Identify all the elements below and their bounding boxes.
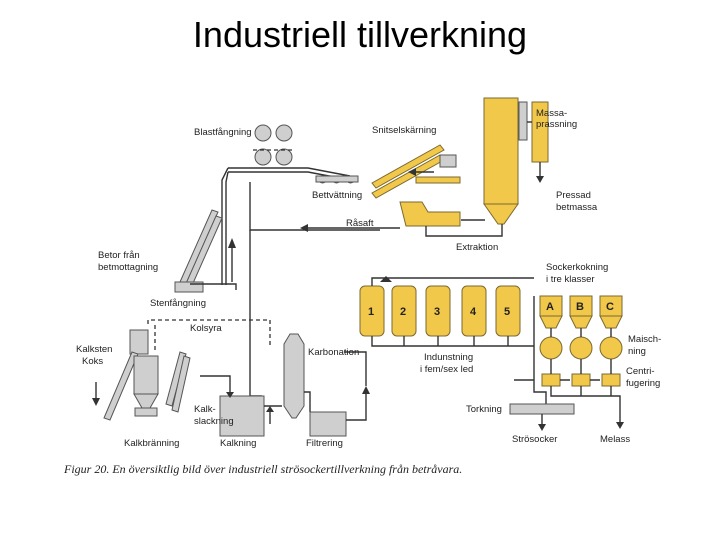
label-filtrering: Filtrering [306,438,343,449]
label-strosocker: Strösocker [512,434,557,445]
label-maisch-2: ning [628,346,646,357]
evaporators [359,276,534,347]
label-extraktion: Extraktion [456,242,498,253]
label-blastfangning: Blastfångning [194,127,252,138]
label-rasaft: Råsaft [346,218,374,229]
evaporator-label-3: 3 [434,306,440,318]
blastfangning-unit [221,124,351,285]
snitselskarning-unit [371,144,461,199]
kalkning-unit [200,375,282,437]
label-melass: Melass [600,434,630,445]
label-sockerkokning-2: i tre klasser [546,274,595,285]
evaporator-label-1: 1 [368,306,374,318]
betor-conveyor [174,209,237,293]
label-centri-2: fugering [626,378,660,389]
label-stenfangning: Stenfångning [150,298,206,309]
label-pressad-1: Pressad [556,190,591,201]
evaporator-label-5: 5 [504,306,510,318]
label-torkning: Torkning [466,404,502,415]
label-indunstning-2: i fem/sex led [420,364,473,375]
torkning-unit [509,403,624,431]
evaporator-label-4: 4 [470,306,477,318]
page-title: Industriell tillverkning [192,14,528,55]
label-kalksten-1: Kalksten [76,344,112,355]
label-kalk-1: Kalk- [194,404,216,415]
evaporator-label-2: 2 [400,306,406,318]
label-kalkbranning: Kalkbränning [124,438,179,449]
label-karbonation: Karbonation [308,347,359,358]
label-betor-1: Betor från [98,250,140,261]
label-centri-1: Centri- [626,366,655,377]
extraction-tower [300,97,549,237]
label-kolsyra: Kolsyra [190,323,222,334]
label-bettvattning: Bettvättning [312,190,362,201]
karbonation-column [283,333,370,437]
label-kalkning: Kalkning [220,438,256,449]
label-massa-2: prassning [536,119,577,130]
boiler-label-c: C [606,301,614,313]
label-indunstning-1: Indunstning [424,352,473,363]
label-snitselskarning: Snitselskärning [372,125,436,136]
label-kalksten-2: Koks [82,356,103,367]
boiler-label-a: A [546,301,554,313]
kalkbranning-unit [92,329,191,421]
label-pressad-2: betmassa [556,202,598,213]
label-sockerkokning-1: Sockerkokning [546,262,608,273]
label-massa-1: Massa- [536,108,567,119]
boilers [514,295,623,424]
label-betor-2: betmottagning [98,262,158,273]
label-maisch-1: Maisch- [628,334,661,345]
figure-caption: Figur 20. En översiktlig bild över indus… [64,462,463,476]
label-kalk-2: slackning [194,416,234,427]
bettvattning-unit [315,174,359,184]
boiler-label-b: B [576,301,584,313]
